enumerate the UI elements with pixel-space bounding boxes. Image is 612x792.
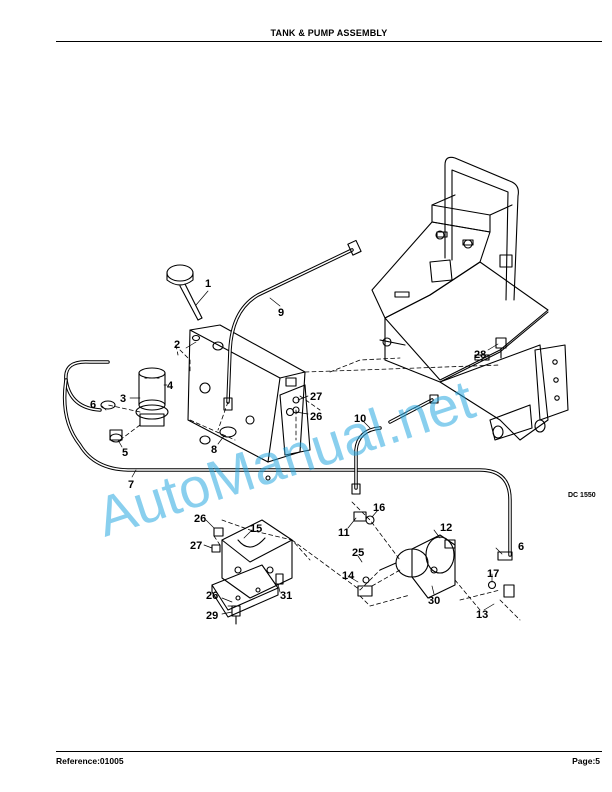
callout-27-tank: 27 — [310, 391, 322, 403]
watermark: AutoManual.net — [89, 367, 482, 548]
callout-26-top: 26 — [194, 513, 206, 525]
hose-7 — [62, 360, 512, 557]
frame-bracket — [371, 194, 569, 441]
hydraulic-pump — [379, 534, 456, 599]
callout-29: 29 — [206, 610, 218, 622]
callout-25: 25 — [352, 547, 364, 559]
callout-1: 1 — [205, 278, 211, 290]
callout-16: 16 — [373, 502, 385, 514]
callout-10: 10 — [354, 413, 366, 425]
callout-14: 14 — [342, 570, 355, 582]
callout-17: 17 — [487, 568, 499, 580]
breather-cap — [166, 264, 203, 321]
callout-26-tank: 26 — [310, 411, 322, 423]
handle — [444, 156, 519, 359]
fittings-left — [100, 400, 237, 445]
callout-7: 7 — [128, 479, 134, 491]
leader-lines — [101, 290, 503, 615]
callout-6-right: 6 — [518, 541, 524, 553]
callout-26-bottom: 26 — [206, 590, 218, 602]
reference-number: Reference:01005 — [56, 756, 124, 766]
callout-31: 31 — [280, 590, 292, 602]
callout-6-left: 6 — [90, 399, 96, 411]
fittings-right — [211, 377, 515, 625]
callout-labels: 1 2 3 4 5 6 7 8 9 10 11 12 13 14 15 16 1… — [90, 278, 524, 622]
drawing-code: DC 1550 — [568, 492, 596, 499]
callout-2: 2 — [174, 339, 180, 351]
callout-8: 8 — [211, 444, 217, 456]
header-rule — [56, 41, 602, 42]
callout-5: 5 — [122, 447, 128, 459]
page-number: Page:5 — [572, 756, 600, 766]
oil-filter — [135, 367, 169, 427]
callout-13: 13 — [476, 609, 488, 621]
callout-4: 4 — [167, 380, 174, 392]
assembly-lines — [107, 344, 521, 621]
callout-28: 28 — [474, 349, 486, 361]
callout-27-bracket: 27 — [190, 540, 202, 552]
hose-10 — [351, 394, 439, 495]
callout-11: 11 — [338, 527, 350, 539]
footer-rule — [56, 751, 602, 752]
hose-9 — [223, 239, 362, 411]
callout-9: 9 — [278, 307, 284, 319]
pump-bracket — [211, 519, 293, 618]
page-title: TANK & PUMP ASSEMBLY — [270, 28, 388, 38]
callout-12: 12 — [440, 522, 452, 534]
callout-30: 30 — [428, 595, 440, 607]
callout-15: 15 — [250, 523, 262, 535]
callout-3: 3 — [120, 393, 126, 405]
